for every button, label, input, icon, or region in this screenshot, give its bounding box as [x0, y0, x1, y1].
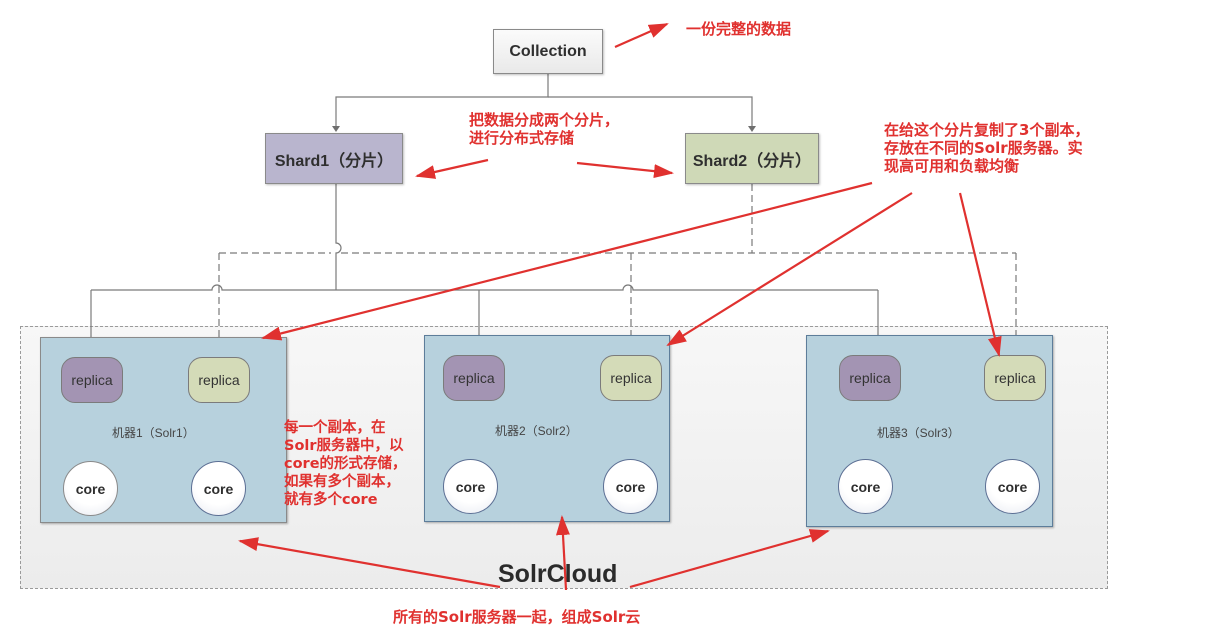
- shard1-node: Shard1（分片）: [265, 133, 403, 184]
- core-annotation-line-2: Solr服务器中，以: [284, 438, 404, 454]
- collection-to-shard2-line: [548, 96, 753, 126]
- machine-3-core-1: core: [838, 459, 893, 514]
- shard2-node: Shard2（分片）: [685, 133, 819, 184]
- core-annotation-line-4: 如果有多个副本，: [284, 474, 400, 490]
- machine-2-core-1: core: [443, 459, 498, 514]
- machine-2-replica-shard2: replica: [600, 355, 662, 401]
- machine-3-core-2: core: [985, 459, 1040, 514]
- machine-1-core-1: core: [63, 461, 118, 516]
- collection-to-shard1-line: [335, 74, 549, 126]
- solrcloud-title: SolrCloud: [498, 560, 618, 588]
- machine-2-label: 机器2（Solr2）: [495, 424, 578, 438]
- machine-3-label: 机器3（Solr3）: [877, 426, 960, 440]
- machine-1-label: 机器1（Solr1）: [112, 426, 195, 440]
- machine-2-replica-shard1: replica: [443, 355, 505, 401]
- machine-2-core-2: core: [603, 459, 658, 514]
- shard-annotation: 把数据分成两个分片， 进行分布式存储: [469, 111, 619, 147]
- shard-annotation-line-2: 进行分布式存储: [469, 129, 575, 147]
- machine-1-core-2: core: [191, 461, 246, 516]
- replica-annotation-line-2: 存放在不同的Solr服务器。实: [884, 139, 1083, 157]
- machine-3-replica-shard1: replica: [839, 355, 901, 401]
- core-annotation-line-3: core的形式存储，: [284, 456, 407, 472]
- collection-node: Collection: [493, 29, 603, 74]
- replica-annotation: 在给这个分片复制了3个副本， 存放在不同的Solr服务器。实 现高可用和负载均衡: [884, 121, 1089, 175]
- shard-annotation-line-1: 把数据分成两个分片，: [469, 111, 620, 129]
- machine-1-replica-shard1: replica: [61, 357, 123, 403]
- shard1-trunk-line: [335, 184, 342, 290]
- shard1-bus-line: [91, 284, 878, 291]
- machine-3-replica-shard2: replica: [984, 355, 1046, 401]
- core-annotation: 每一个副本，在 Solr服务器中，以 core的形式存储， 如果有多个副本， 就…: [284, 419, 407, 509]
- core-annotation-line-5: 就有多个core: [284, 492, 378, 508]
- core-annotation-line-1: 每一个副本，在: [284, 420, 386, 436]
- collection-annotation: 一份完整的数据: [686, 20, 792, 38]
- cloud-annotation: 所有的Solr服务器一起，组成Solr云: [393, 608, 641, 626]
- machine-1-replica-shard2: replica: [188, 357, 250, 403]
- replica-annotation-line-1: 在给这个分片复制了3个副本，: [884, 121, 1090, 139]
- replica-annotation-line-3: 现高可用和负载均衡: [884, 157, 1020, 175]
